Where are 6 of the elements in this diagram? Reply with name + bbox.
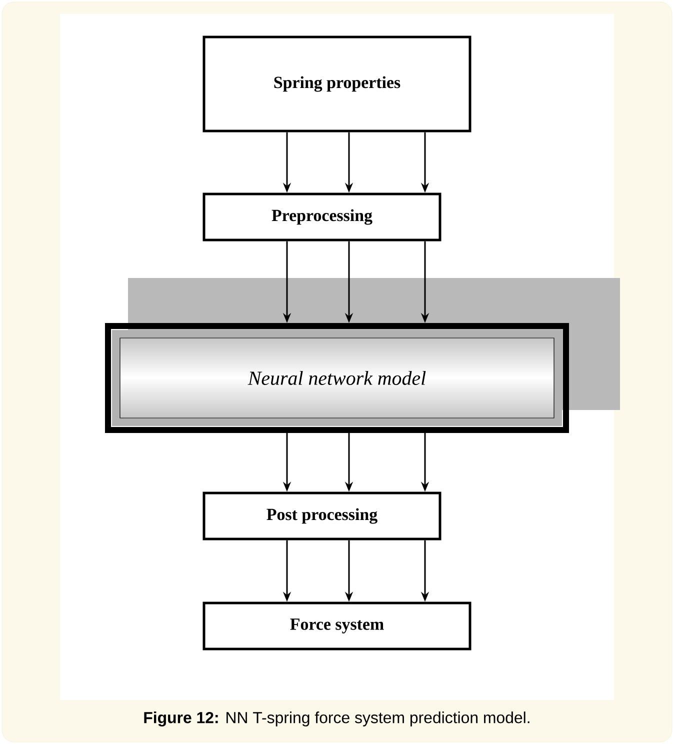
caption: Figure 12: NN T-spring force system prediction model.: [144, 712, 530, 726]
process-box: Post processing: [202, 492, 442, 540]
process-box: Preprocessing: [202, 192, 442, 242]
model-box: Neural network model: [105, 323, 569, 433]
process-box: Spring properties: [202, 36, 472, 132]
process-box: Force system: [202, 602, 472, 650]
